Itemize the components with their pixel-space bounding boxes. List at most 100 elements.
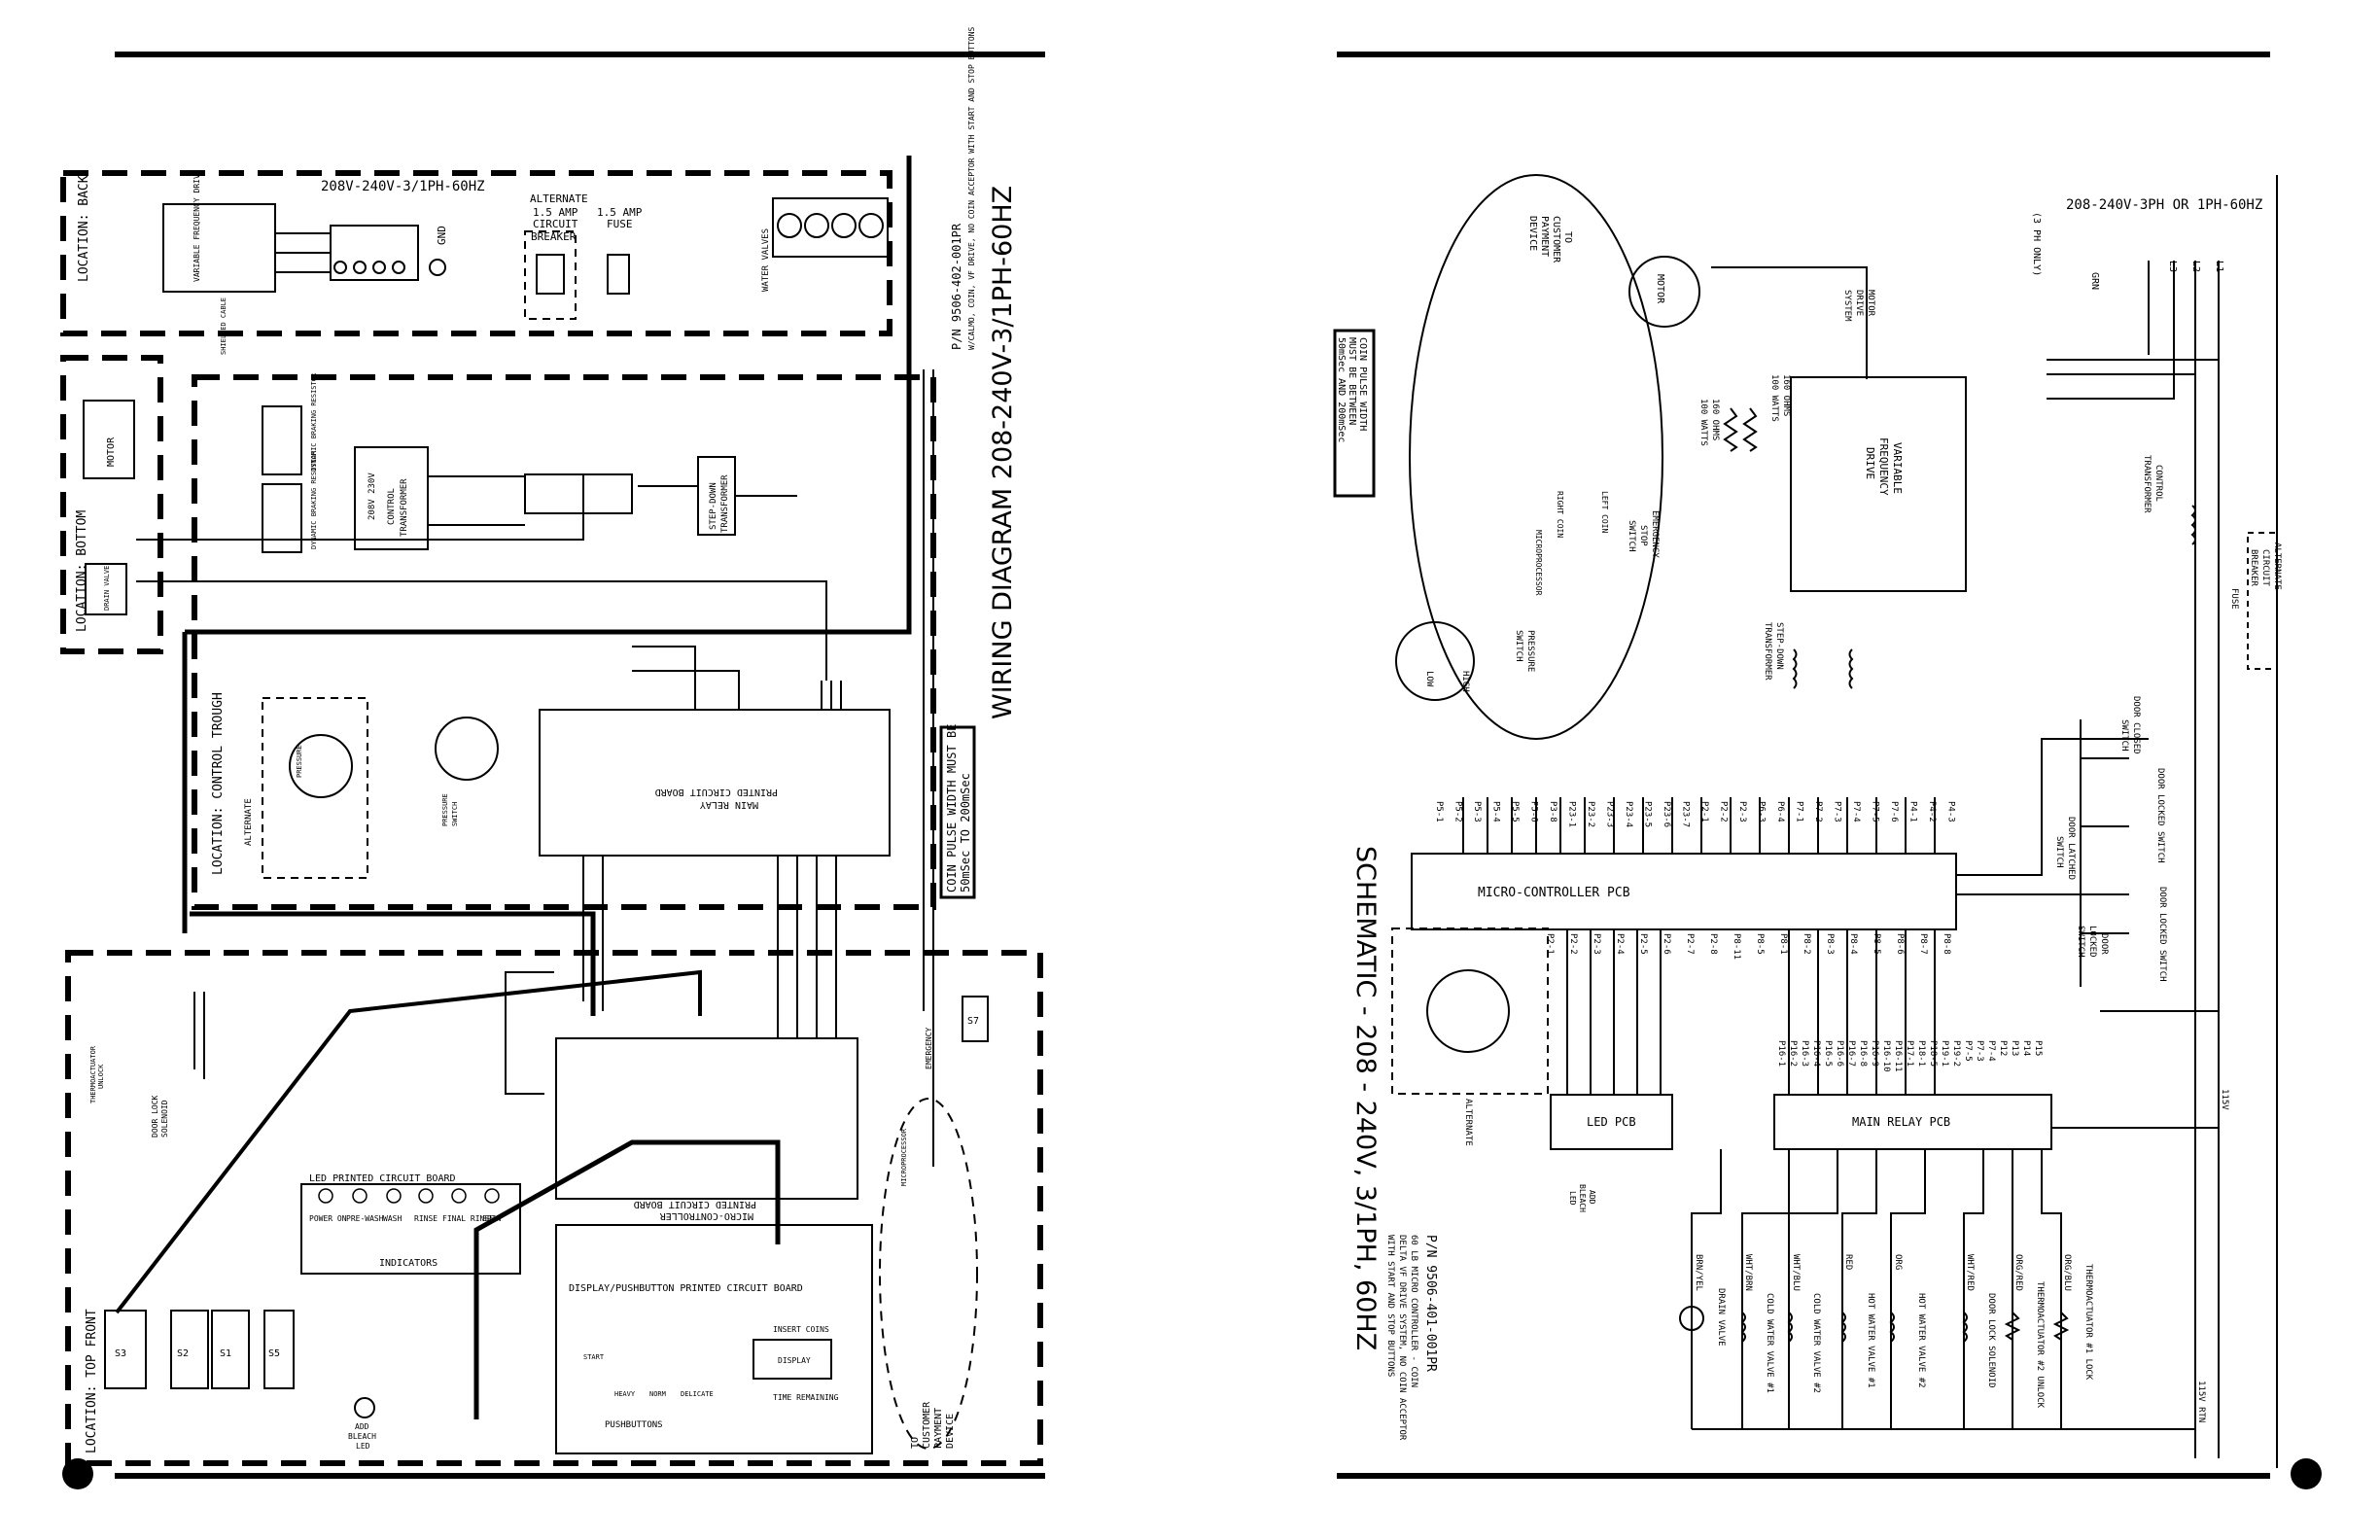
load-7-name: THERMOACTUATOR #1 LOCK: [2083, 1264, 2093, 1381]
load-5-wire: WHT/RED: [1965, 1254, 1975, 1291]
ctrl-xfmr-2: TRANSFORMER: [400, 478, 409, 537]
relay-pin-label: P12: [1998, 1040, 2008, 1056]
sch-ctrl-xfmr-0: CONTROL: [2153, 465, 2163, 502]
indicator-0: POWER ON: [309, 1214, 347, 1223]
relay-pin-label: P18-1: [1916, 1040, 1926, 1067]
detail-ellipse-left: [879, 1098, 978, 1450]
sch-high: HIGH: [1460, 671, 1470, 692]
sch-drain-valve: [1679, 1306, 1704, 1331]
door-lock-1: SOLENOID: [160, 1100, 169, 1138]
loc-bottom: LOCATION: BOTTOM: [75, 510, 89, 632]
back-location-box: [60, 170, 892, 336]
switch-s7: S7: [967, 1016, 979, 1027]
indicator-2: WASH: [383, 1214, 402, 1223]
sch-rtn: 115V RTN: [2196, 1381, 2206, 1422]
micro-top-pin-label: P7-2: [1813, 801, 1823, 822]
load-0-name: DRAIN VALVE: [1716, 1288, 1726, 1347]
sch-led-pcb: [1550, 1094, 1673, 1150]
coin-note-0: COIN PULSE WIDTH MUST BE: [945, 724, 959, 892]
load-7-wire: ORG/BLU: [2062, 1254, 2072, 1291]
cable-8: [777, 856, 837, 1038]
cable-7: [821, 681, 842, 710]
sch-main-relay-label: MAIN RELAY PCB: [1852, 1115, 1950, 1129]
sch-motor-label: MOTOR: [1655, 274, 1665, 304]
load-2-name: COLD WATER VALVE #2: [1811, 1293, 1821, 1393]
pressure-switch-alt-0: PRESSURE: [296, 745, 303, 778]
sch-3ph-only: (3 PH ONLY): [2031, 212, 2042, 276]
cust-device-0: TO: [910, 1437, 921, 1449]
pressure-switch-1: SWITCH: [451, 802, 459, 826]
main-relay-1: PRINTED CIRCUIT BOARD: [655, 787, 778, 797]
sch-res2-0: 160 OHMS: [1710, 399, 1720, 440]
relay-pin-label: P18-5: [1928, 1040, 1938, 1067]
harness-4: [115, 969, 702, 1314]
relay-pin-label: P16-11: [1893, 1040, 1903, 1072]
alt-breaker-0: ALTERNATE: [530, 192, 588, 205]
bottom-location-box: [60, 355, 163, 654]
micro-top-pin-label: P7-3: [1833, 801, 1842, 822]
sch-res2-1: 100 WATTS: [1698, 399, 1708, 446]
pushbuttons-label: PUSHBUTTONS: [605, 1420, 663, 1430]
load-2-wire: WHT/BLU: [1791, 1254, 1801, 1291]
sch-grn: GRN: [2089, 272, 2100, 290]
sch-res1-0: 160 OHMS: [1781, 374, 1791, 416]
micro-bottom-pin-label: P8-5: [1755, 933, 1765, 955]
step-down-1: TRANSFORMER: [720, 474, 730, 533]
micro-bottom-pin-label: P8-7: [1918, 933, 1928, 955]
sch-coin-note-0: COIN PULSE WIDTH: [1357, 337, 1368, 431]
display-pcb-label: DISPLAY/PUSHBUTTON PRINTED CIRCUIT BOARD: [569, 1283, 803, 1294]
cable-9: [582, 856, 604, 1011]
motor-label: MOTOR: [106, 437, 117, 467]
micro-top-pin-label: P5-1: [1434, 801, 1444, 822]
relay-pin-label: P16-8: [1858, 1040, 1868, 1067]
sch-alt-breaker-2: BREAKER: [2249, 549, 2258, 587]
micro-bottom-pin-label: P8-4: [1848, 933, 1858, 955]
loc-back: LOCATION: BACK: [77, 175, 91, 282]
cable-4: [428, 475, 525, 526]
relay-pin-label: P16-10: [1881, 1040, 1891, 1072]
micro-top-pin-label: P23-7: [1681, 801, 1691, 827]
micro-top-pin-label: P5-6: [1529, 801, 1539, 822]
pressure-switch-alt: [289, 734, 353, 798]
relay-pin-label: P13: [2010, 1040, 2019, 1056]
micro-bottom-pin-label: P8-11: [1732, 933, 1741, 960]
load-3-wire: RED: [1843, 1254, 1853, 1270]
sch-pressure-1: SWITCH: [1514, 630, 1523, 662]
door-lock-0: DOOR LOCK: [151, 1095, 159, 1138]
sch-door-locked-3-2: SWITCH: [2076, 926, 2085, 958]
cust-device-1: CUSTOMER: [922, 1401, 932, 1449]
sch-door-latched-0: DOOR LATCHED: [2066, 817, 2076, 880]
indicator-4: FINAL RINSE: [442, 1214, 494, 1223]
micro-bottom-pin-label: P8-2: [1802, 933, 1811, 955]
pushbutton-0: START: [583, 1353, 605, 1361]
add-bleach-0: ADD: [355, 1422, 369, 1431]
sch-cust-device-2: PAYMENT: [1539, 216, 1550, 257]
emergency-stop-0: EMERGENCY: [925, 1027, 933, 1069]
load-0-wire: BRN/YEL: [1694, 1254, 1703, 1291]
load-6-name: THERMOACTUATOR #2 UNLOCK: [2035, 1281, 2045, 1409]
micro-bottom-pin-label: P2-2: [1568, 933, 1578, 955]
micro-bottom-pin-label: P2-1: [1545, 933, 1555, 955]
indicator-3: RINSE: [414, 1214, 438, 1223]
harness-main: [182, 156, 912, 933]
ctrl-xfmr-1: CONTROL: [387, 488, 397, 525]
wiring-part-number: P/N 9506-402-001PR: [950, 223, 963, 350]
top-front-box: [65, 950, 1043, 1466]
sch-door-locked-1: DOOR LOCKED SWITCH: [2155, 768, 2165, 863]
alt-breaker-3: BREAKER: [531, 230, 577, 243]
micro-top-pin-label: P4-1: [1908, 801, 1918, 822]
micro-top-pin-label: P23-1: [1567, 801, 1577, 827]
sch-door-closed-0: DOOR CLOSED: [2131, 696, 2141, 754]
cable-2: [136, 474, 584, 541]
sch-step-down-1: TRANSFORMER: [1763, 622, 1772, 681]
led-pcb-label: LED PRINTED CIRCUIT BOARD: [309, 1173, 456, 1184]
cable-11: [505, 971, 554, 1095]
fuse-0: 1.5 AMP: [597, 206, 643, 219]
micro-pcb: [555, 1037, 858, 1200]
coin-note-box: [939, 725, 976, 899]
relay-pin-label: P16-1: [1776, 1040, 1786, 1067]
micro-bottom-pin-label: P2-7: [1685, 933, 1695, 955]
sch-micro-pcb: [1411, 853, 1957, 930]
